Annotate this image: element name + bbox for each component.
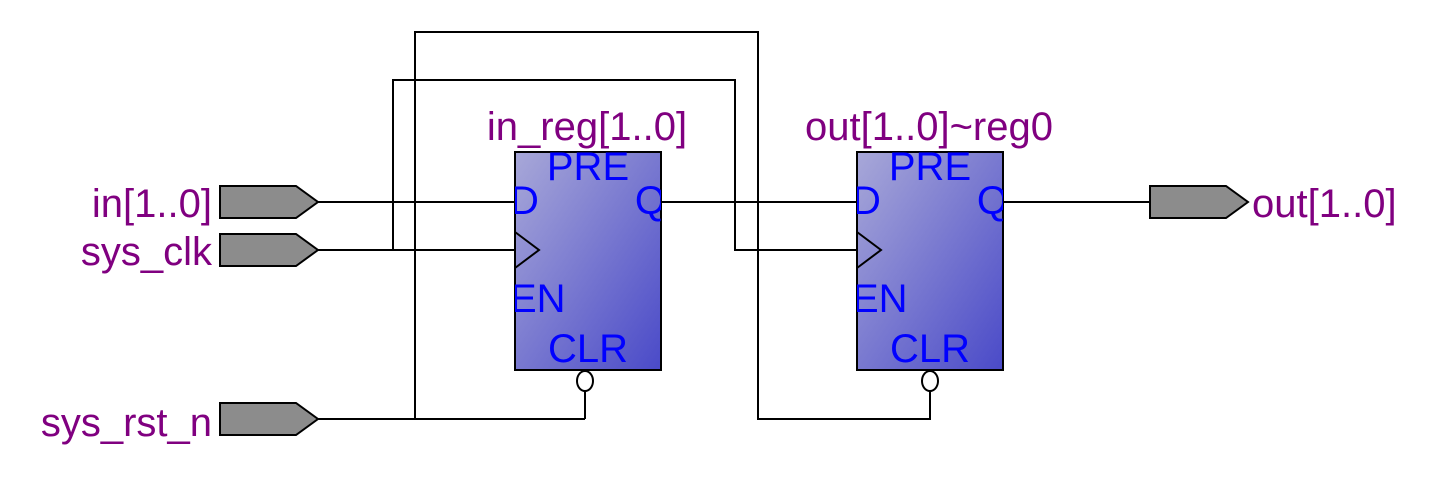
register-out-reg-name: out[1..0]~reg0	[805, 105, 1053, 149]
register-out-reg-clock-triangle	[856, 231, 883, 269]
input-pin-in-label: in[1..0]	[92, 182, 212, 226]
input-pin-in-shape	[219, 185, 320, 219]
register-in-reg[interactable]: in_reg[1..0] PRE D Q EN CLR	[487, 105, 687, 392]
register-in-reg-clock-triangle	[514, 231, 541, 269]
register-in-reg-en-label: EN	[510, 277, 566, 321]
input-pin-sys-rst-n[interactable]: sys_rst_n	[41, 401, 320, 445]
input-pin-in[interactable]: in[1..0]	[92, 182, 320, 226]
register-out-reg-q-label: Q	[977, 179, 1008, 223]
register-in-reg-pre-label: PRE	[547, 145, 629, 189]
wire-rst-to-outreg-clr	[414, 31, 931, 420]
register-out-reg-clr-bubble	[921, 370, 939, 392]
input-pin-sys-rst-n-shape	[219, 402, 320, 436]
input-pin-sys-rst-n-label: sys_rst_n	[41, 401, 212, 445]
register-out-reg[interactable]: out[1..0]~reg0 PRE D Q EN CLR	[805, 105, 1053, 392]
register-in-reg-body	[514, 151, 662, 371]
register-in-reg-d-label: D	[510, 179, 539, 223]
wire-clk-to-outreg-clk	[392, 79, 857, 251]
register-out-reg-en-label: EN	[852, 277, 908, 321]
register-in-reg-clr-bubble	[576, 370, 594, 392]
input-pin-sys-clk-label: sys_clk	[81, 230, 213, 274]
register-out-reg-d-label: D	[852, 179, 881, 223]
register-out-reg-pre-label: PRE	[889, 145, 971, 189]
input-pin-sys-clk[interactable]: sys_clk	[81, 230, 320, 274]
register-out-reg-clr-label: CLR	[890, 327, 970, 371]
register-in-reg-q-label: Q	[635, 179, 666, 223]
output-pin-out-label: out[1..0]	[1252, 182, 1397, 226]
input-pin-sys-clk-shape	[219, 233, 320, 267]
register-in-reg-clr-label: CLR	[548, 327, 628, 371]
register-in-reg-name: in_reg[1..0]	[487, 105, 687, 149]
output-pin-out[interactable]: out[1..0]	[1149, 182, 1397, 226]
output-pin-out-shape	[1149, 185, 1250, 219]
register-out-reg-body	[856, 151, 1004, 371]
wires	[318, 31, 1150, 420]
